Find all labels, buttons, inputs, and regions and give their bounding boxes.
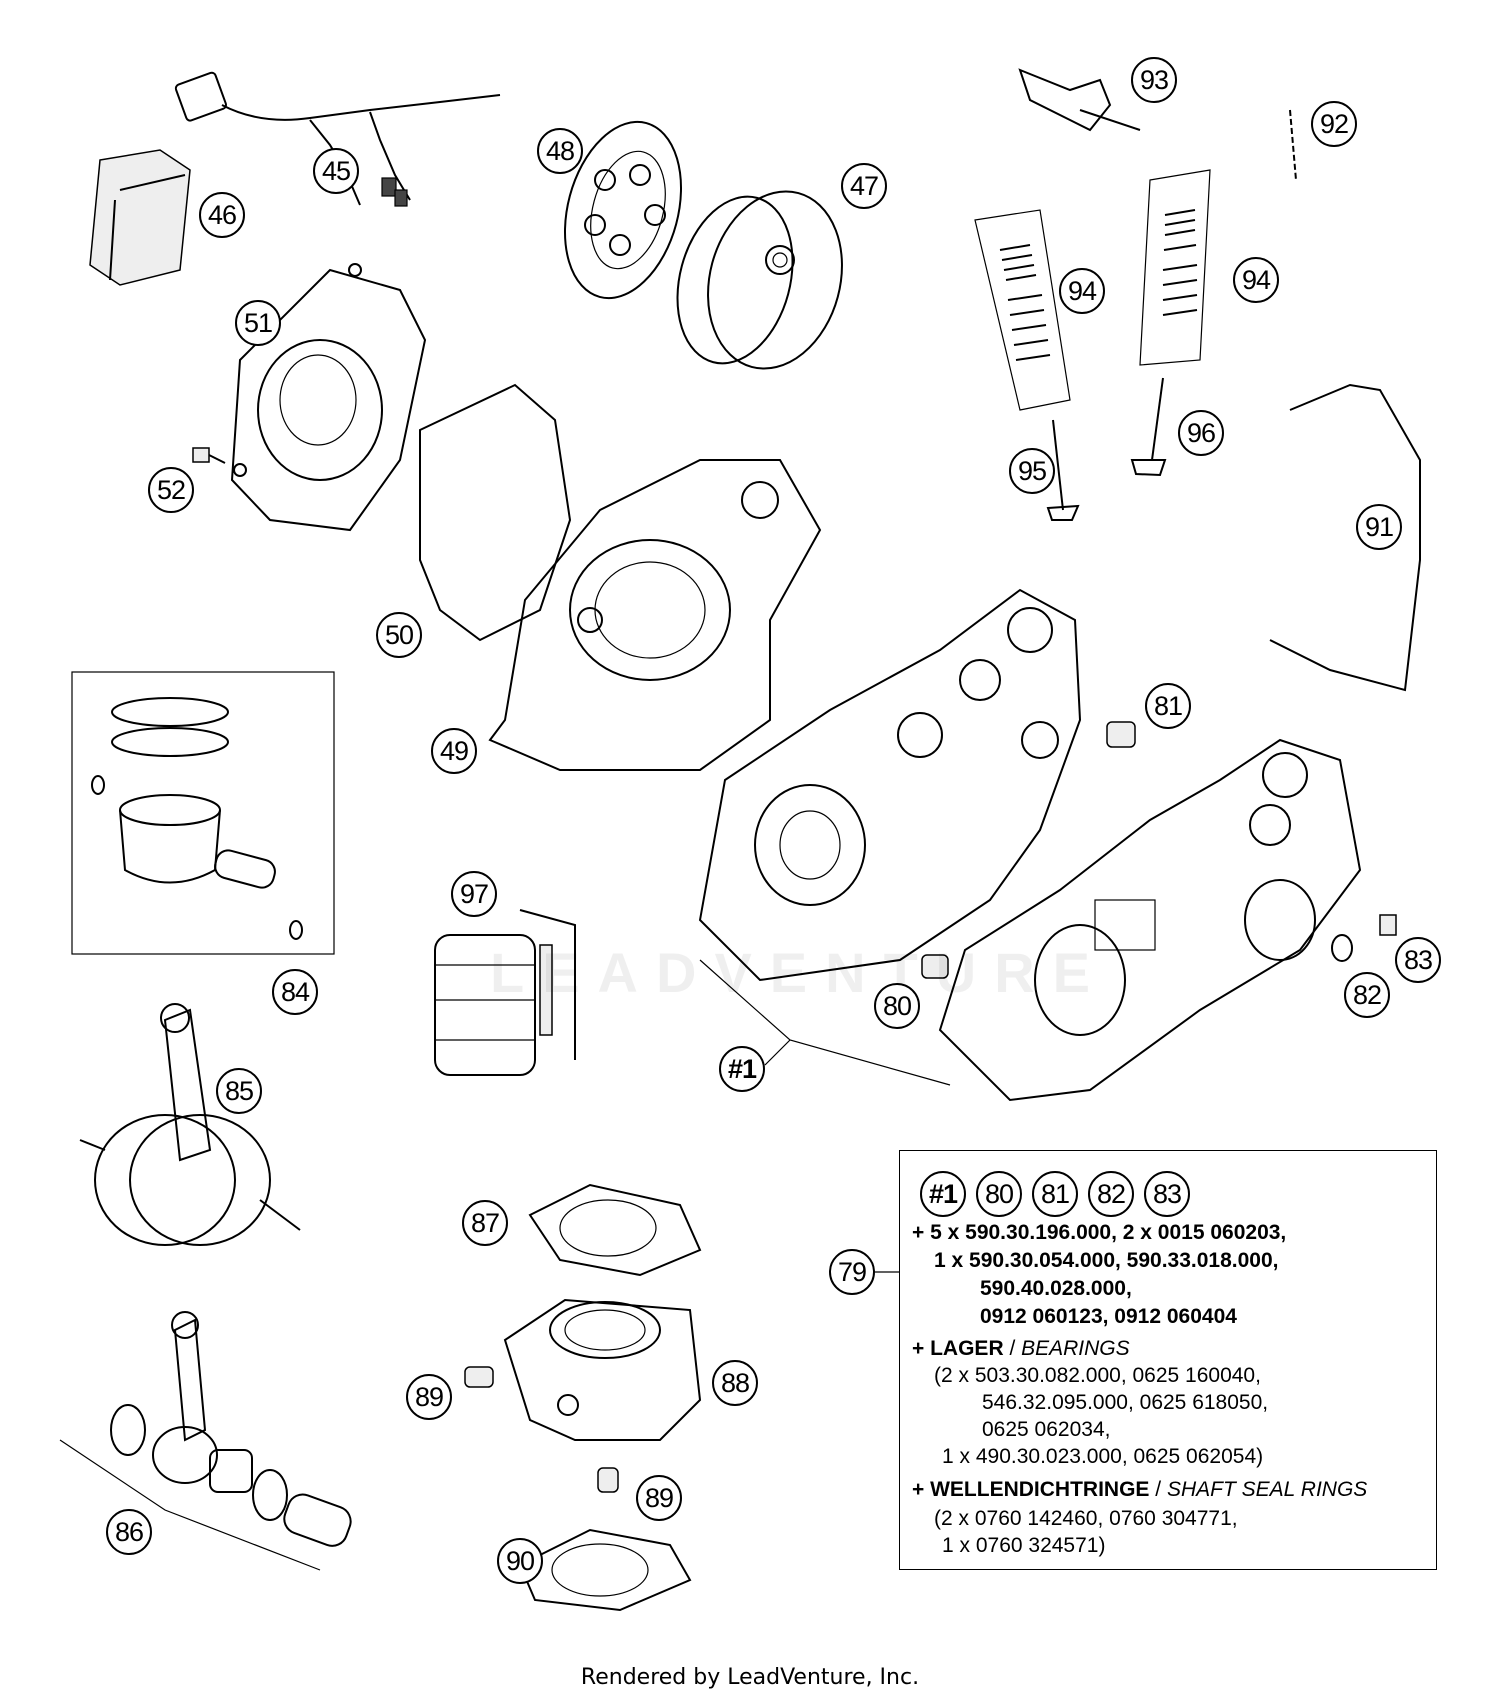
crankcase-left-part [698, 588, 1082, 982]
callout-87[interactable]: 87 [462, 1200, 508, 1246]
callout-45[interactable]: 45 [313, 148, 359, 194]
connecting-rod-kit-part [59, 1311, 352, 1571]
legend-callout-82[interactable]: 82 [1088, 1171, 1134, 1217]
callout-97[interactable]: 97 [451, 871, 497, 917]
plus-sign: + [912, 1337, 925, 1360]
legend-line-2: 1 x 590.30.054.000, 590.33.018.000, [934, 1249, 1279, 1272]
callout-79[interactable]: 79 [829, 1249, 875, 1295]
footer-credit: Rendered by LeadVenture, Inc. [580, 1665, 920, 1690]
legend-line-6: (2 x 503.30.082.000, 0625 160040, [934, 1364, 1261, 1387]
head-gasket-bore [559, 1199, 657, 1257]
piston-kit-box [71, 671, 335, 955]
legend-line-7: 546.32.095.000, 0625 618050, [982, 1391, 1269, 1414]
clutch-cover-part [230, 263, 427, 532]
callout-52[interactable]: 52 [148, 467, 194, 513]
callout-51[interactable]: 51 [235, 300, 281, 346]
bolt-part [192, 447, 226, 464]
plug-89-b-part [597, 1467, 619, 1493]
chain-part [1289, 109, 1297, 181]
washer-part [1331, 934, 1353, 962]
piston-ring-compressor-part [434, 909, 576, 1076]
callout-89-a[interactable]: 89 [406, 1374, 452, 1420]
callout-92[interactable]: 92 [1311, 101, 1357, 147]
callout-95[interactable]: 95 [1009, 448, 1055, 494]
plug-part [1379, 914, 1397, 936]
legend-term-de: WELLENDICHTRINGE [930, 1478, 1150, 1501]
callout-88[interactable]: 88 [712, 1360, 758, 1406]
callout-50[interactable]: 50 [376, 612, 422, 658]
legend-term-en: BEARINGS [1021, 1337, 1130, 1360]
cdi-unit-part [89, 149, 191, 286]
gasket-part [419, 383, 572, 642]
callout-46[interactable]: 46 [199, 192, 245, 238]
legend-callout-81[interactable]: 81 [1032, 1171, 1078, 1217]
oil-line-part [1269, 383, 1421, 692]
legend-separator: / [1003, 1337, 1022, 1360]
plus-sign: + [912, 1221, 925, 1244]
callout-84[interactable]: 84 [272, 969, 318, 1015]
legend-callout-1[interactable]: #1 [920, 1171, 966, 1217]
callout-47[interactable]: 47 [841, 163, 887, 209]
piston-kit-part [91, 697, 303, 940]
clutch-basket-part [676, 190, 843, 370]
callout-96[interactable]: 96 [1178, 410, 1224, 456]
assembly-leader [764, 1039, 791, 1066]
legend-line-9: 1 x 490.30.023.000, 0625 062054) [942, 1445, 1264, 1468]
parts-legend: #1 80 81 82 83 + 5 x 590.30.196.000, 2 x… [899, 1150, 1437, 1570]
legend-separator: / [1149, 1478, 1167, 1501]
callout-81[interactable]: 81 [1145, 683, 1191, 729]
callout-91[interactable]: 91 [1356, 504, 1402, 550]
legend-line-5: + LAGER / BEARINGS [912, 1337, 1130, 1361]
bushing-81-part [1106, 721, 1136, 748]
base-gasket-bore [551, 1543, 649, 1597]
valve-exhaust-part [1130, 377, 1167, 477]
crankcase-right-part [938, 738, 1362, 1102]
valve-intake-part [1046, 419, 1080, 521]
callout-90[interactable]: 90 [497, 1538, 543, 1584]
crankshaft-part [79, 1003, 301, 1246]
legend-text: 5 x 590.30.196.000, 2 x 0015 060203, [930, 1221, 1287, 1244]
wiring-harness-part [174, 71, 501, 207]
legend-line-3: 590.40.028.000, [980, 1277, 1132, 1300]
inner-cover-part [488, 459, 822, 771]
bushing-80-part [921, 954, 949, 979]
head-gasket-part [528, 1183, 702, 1277]
watermark: LEADVENTURE [490, 941, 1109, 1004]
plus-sign: + [912, 1478, 931, 1501]
callout-49[interactable]: 49 [431, 728, 477, 774]
callout-86[interactable]: 86 [106, 1509, 152, 1555]
callout-85[interactable]: 85 [216, 1068, 262, 1114]
legend-line-10: + WELLENDICHTRINGE / SHAFT SEAL RINGS [912, 1478, 1367, 1502]
legend-term-en: SHAFT SEAL RINGS [1166, 1478, 1368, 1501]
legend-header: #1 80 81 82 83 [920, 1171, 1190, 1217]
legend-line-8: 0625 062034, [982, 1418, 1111, 1441]
callout-94-a[interactable]: 94 [1059, 268, 1105, 314]
valve-spring-set-right-part [1139, 169, 1211, 366]
legend-callout-80[interactable]: 80 [976, 1171, 1022, 1217]
callout-48[interactable]: 48 [537, 128, 583, 174]
callout-94-b[interactable]: 94 [1233, 257, 1279, 303]
plug-89-a-part [464, 1366, 494, 1388]
base-gasket-part [518, 1528, 692, 1612]
callout-80[interactable]: 80 [874, 983, 920, 1029]
callout-assembly-1[interactable]: #1 [719, 1046, 765, 1092]
legend-line-1: + 5 x 590.30.196.000, 2 x 0015 060203, [912, 1221, 1286, 1245]
legend-line-4: 0912 060123, 0912 060404 [980, 1305, 1237, 1328]
kickstarter-shaft-part [1018, 68, 1141, 132]
legend-term-de: LAGER [930, 1337, 1004, 1360]
legend-callout-83[interactable]: 83 [1144, 1171, 1190, 1217]
callout-83[interactable]: 83 [1395, 937, 1441, 983]
legend-line-11: (2 x 0760 142460, 0760 304771, [934, 1507, 1238, 1530]
callout-89-b[interactable]: 89 [636, 1475, 682, 1521]
pressure-plate-part [563, 120, 683, 300]
callout-93[interactable]: 93 [1131, 57, 1177, 103]
callout-82[interactable]: 82 [1344, 972, 1390, 1018]
valve-spring-set-left-part [974, 209, 1071, 411]
cylinder-part [503, 1298, 702, 1441]
legend-line-12: 1 x 0760 324571) [942, 1534, 1106, 1557]
